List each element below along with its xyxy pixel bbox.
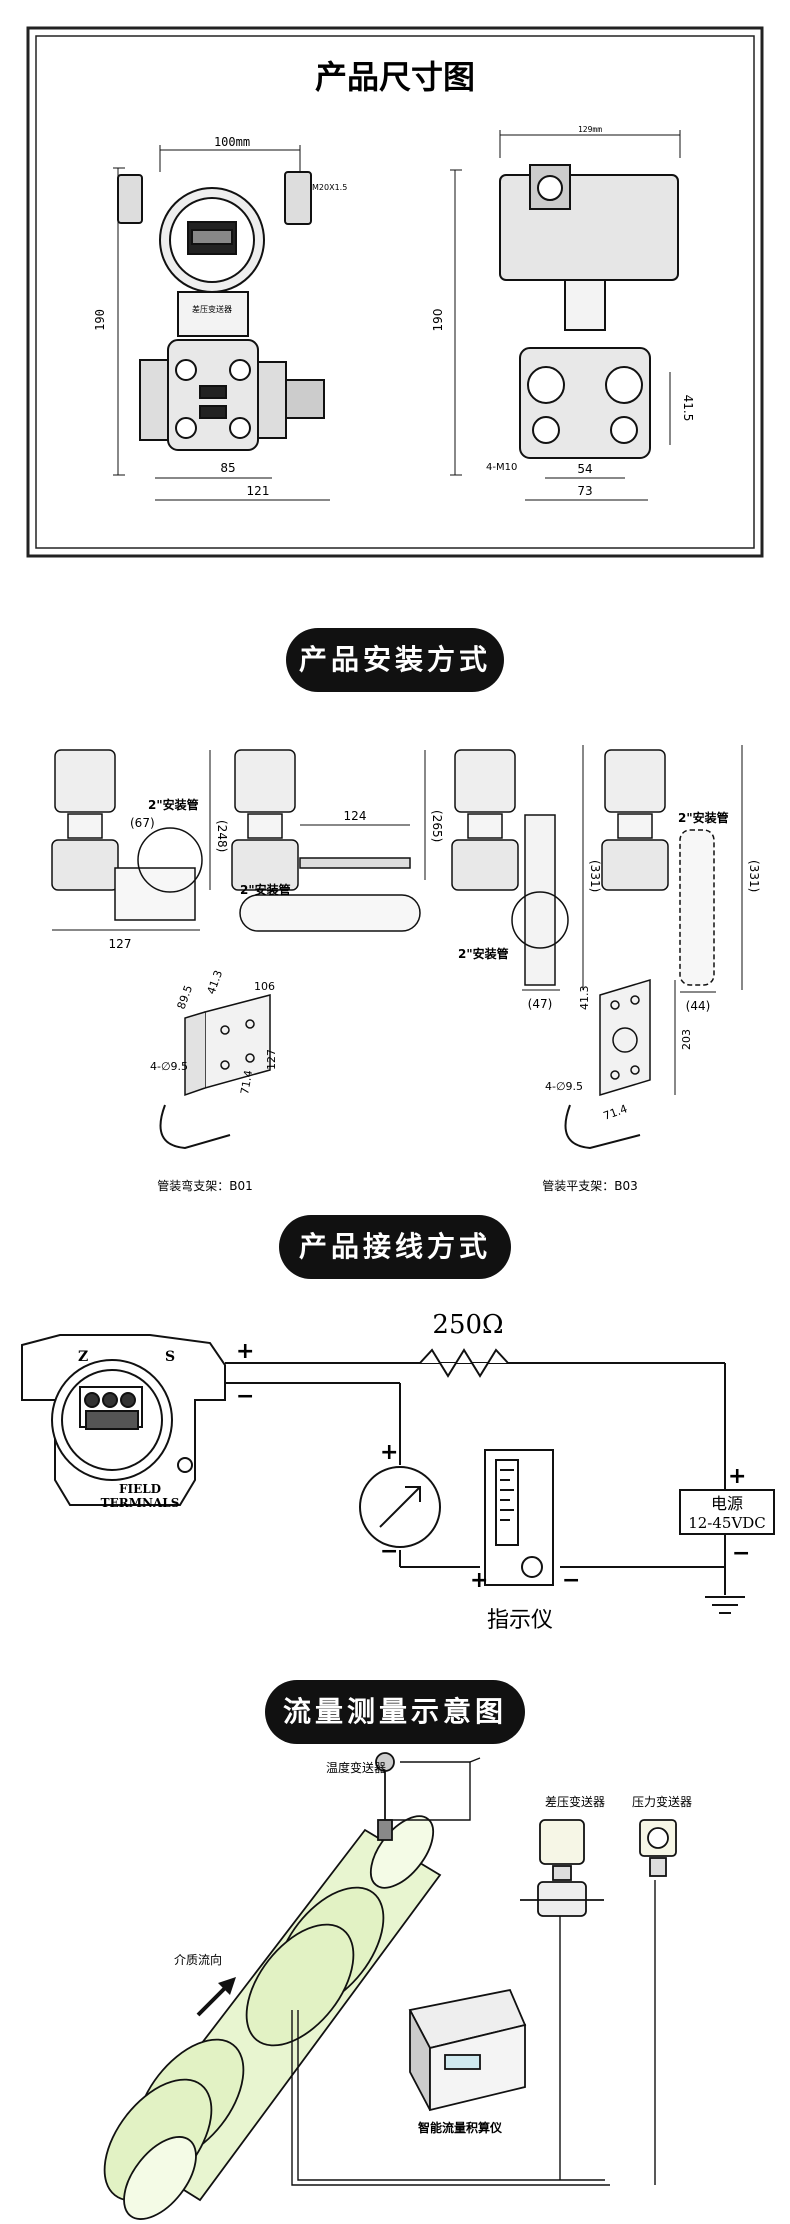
fig4-331: (331) [747,860,761,892]
wiring-diagram: 250Ω 电源 12-45VDC + − + − + − + − Z S FIE… [21,1310,775,1633]
front-top-width: 100mm [214,135,250,149]
dp-transmitter [520,1819,604,1917]
b03-714: 71.4 [602,1102,629,1123]
temp-transmitter [375,1752,395,1841]
fig3-331: (331) [588,860,602,892]
impulse-lines [291,1757,656,2186]
indicator-minus: − [562,1568,580,1593]
b03-413: 41.3 [578,986,591,1011]
supply-plus: + [728,1464,746,1489]
fig2-pipe: 2"安装管 [240,882,291,897]
front-width-121: 121 [247,484,270,498]
fig3-pipe: 2"安装管 [458,946,509,961]
b03-hole: 4-∅9.5 [545,1080,583,1093]
b01-895: 89.5 [175,984,196,1011]
wiring-section: 产品接线方式 [0,1215,790,1665]
fig2-265: (265) [430,810,444,842]
installation-section: 产品安装方式 [0,600,790,1220]
flow-arrow-icon [196,1983,230,2017]
b01-714: 71.4 [238,1069,255,1095]
supply-label-2: 12-45VDC [688,1514,766,1532]
transmitter-head [21,1334,226,1506]
pressure-transmitter [639,1819,677,1877]
dimensions-section: 产品尺寸图 [0,0,790,560]
b03-203: 203 [680,1029,693,1050]
install-fig-4 [601,745,743,993]
ammeter-plus: + [380,1440,398,1465]
front-side-label: M20X1.5 [312,183,347,192]
b03-caption: 管装平支架：B03 [542,1178,638,1193]
fig1-127: 127 [109,937,132,951]
b01-hole: 4-∅9.5 [150,1060,188,1073]
fig1-248: (248) [215,820,229,852]
front-view [113,145,330,501]
b01-caption: 管装弯支架：B01 [157,1178,253,1193]
front-height: 190 [93,309,107,331]
terminal-s: S [165,1349,175,1365]
indicator-plus: + [470,1568,488,1593]
front-plate-text: 差压变送器 [192,304,232,314]
bracket-b03 [564,978,676,1150]
fig4-44: (44) [686,999,711,1013]
dimension-drawing: 产品尺寸图 [26,26,764,558]
side-415: 41.5 [681,395,695,422]
terminal-label-2: TERMNALS [101,1496,180,1510]
install-fig-2 [231,749,426,932]
transmitter-minus: − [236,1384,254,1409]
supply-label-1: 电源 [711,1494,743,1513]
transmitter-plus: + [236,1339,254,1364]
flow-diagram: 温度变送器 差压变送器 压力变送器 介质流向 智能流量积算仪 [103,1752,692,2220]
b01-127: 127 [265,1049,278,1070]
install-fig-3 [451,745,584,991]
b01-413: 41.3 [205,969,226,996]
computer-label: 智能流量积算仪 [417,2120,503,2135]
ammeter-minus: − [380,1539,398,1564]
fig1-pipe: 2"安装管 [148,797,199,812]
flow-title: 流量测量示意图 [265,1680,525,1744]
flow-pipe [103,1815,442,2220]
dp-label: 差压变送器 [545,1794,605,1809]
fig2-124: 124 [344,809,367,823]
fig4-pipe: 2"安装管 [678,810,729,825]
medium-label: 介质流向 [174,1952,222,1967]
bracket-b01 [159,994,271,1150]
flow-computer [408,1988,527,2112]
install-fig-1 [51,749,211,931]
terminal-z: Z [78,1349,88,1365]
terminal-label-1: FIELD [119,1482,161,1496]
b01-106: 106 [254,980,275,993]
front-width-85: 85 [220,461,235,475]
side-73: 73 [577,484,592,498]
resistor-label: 250Ω [432,1310,503,1340]
fig1-67: (67) [130,816,155,830]
temp-label: 温度变送器 [326,1760,386,1775]
fig3-47: (47) [528,997,553,1011]
side-view [450,130,681,501]
side-bolt: 4-M10 [486,462,517,473]
dimensions-title: 产品尺寸图 [315,58,475,96]
side-height: 190 [431,309,445,332]
side-54: 54 [577,462,592,476]
indicator-label: 指示仪 [487,1608,553,1633]
wiring-title: 产品接线方式 [279,1215,511,1279]
installation-title: 产品安装方式 [286,628,504,692]
side-top-width: 129mm [578,125,602,134]
installation-drawings: 2"安装管 (67) (248) 127 124 (265) 2"安装管 (33… [51,745,761,1193]
supply-minus: − [732,1541,750,1566]
pressure-label: 压力变送器 [632,1794,692,1809]
flow-section: 流量测量示意图 [0,1680,790,2224]
